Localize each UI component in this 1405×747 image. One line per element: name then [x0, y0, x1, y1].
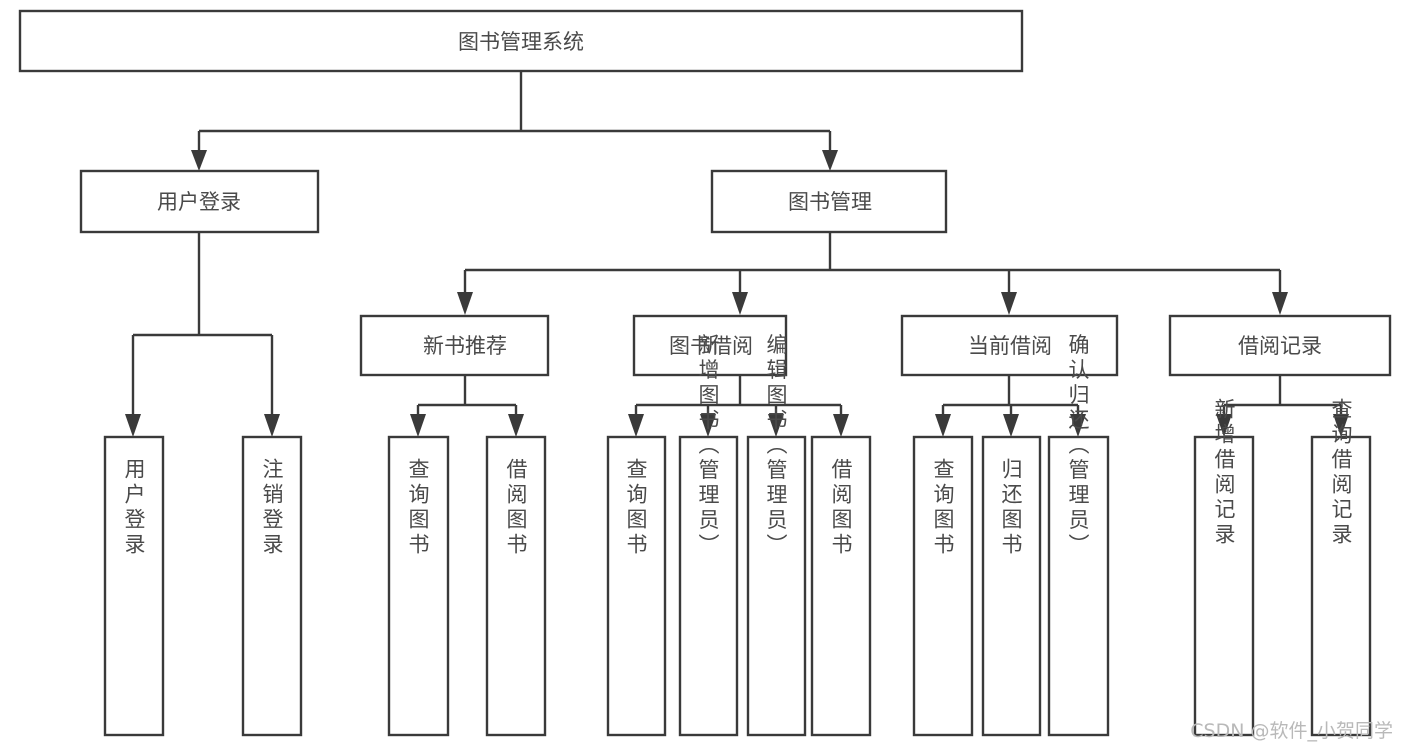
arrow-head-nb-leaf-2	[508, 414, 524, 437]
arrow-head-leaf-user-login	[125, 414, 141, 437]
node-current-borrow[interactable]: 当前借阅	[900, 314, 1119, 377]
leaf-book-borrow-3-label: 编辑图书（管理员）	[764, 334, 788, 559]
arrow-head-bb-leaf-4	[833, 414, 849, 437]
connector-layer	[125, 71, 1349, 437]
arrow-head-cb-leaf-1	[935, 414, 951, 437]
node-borrow-record-label: 借阅记录	[1238, 334, 1322, 358]
leaf-borrow-record-2[interactable]: 查询借阅记录	[1310, 398, 1372, 737]
arrow-head-borrow-record	[1272, 292, 1288, 315]
node-new-book-recommend[interactable]: 新书推荐	[359, 314, 550, 377]
arrow-head-cb-leaf-3	[1070, 414, 1086, 437]
leaf-new-book-1[interactable]: 查询图书	[387, 435, 450, 737]
arrow-head-br-leaf-2	[1333, 414, 1349, 437]
leaf-user-login-2[interactable]: 注销登录	[241, 435, 303, 737]
leaf-current-borrow-2[interactable]: 归还图书	[981, 435, 1042, 737]
leaf-current-borrow-2-label: 归还图书	[999, 458, 1023, 558]
arrow-head-new-book	[457, 292, 473, 315]
leaf-book-borrow-1[interactable]: 查询图书	[606, 435, 667, 737]
arrow-head-current-borrow	[1001, 292, 1017, 315]
node-user-login-label: 用户登录	[157, 190, 241, 214]
leaf-borrow-record-1-label: 新增借阅记录	[1212, 398, 1236, 548]
leaf-current-borrow-1-label: 查询图书	[931, 458, 955, 558]
arrow-head-leaf-logout	[264, 414, 280, 437]
leaf-new-book-2[interactable]: 借阅图书	[485, 435, 547, 737]
node-new-book-recommend-label: 新书推荐	[423, 334, 507, 358]
leaf-borrow-record-2-label: 查询借阅记录	[1329, 398, 1353, 548]
leaf-borrow-record-1[interactable]: 新增借阅记录	[1193, 398, 1255, 737]
leaf-book-borrow-3[interactable]: 编辑图书（管理员）	[746, 334, 807, 737]
leaf-user-login-2-label: 注销登录	[260, 458, 284, 558]
leaf-book-borrow-4[interactable]: 借阅图书	[810, 435, 872, 737]
leaf-current-borrow-3[interactable]: 确认归还（管理员）	[1047, 334, 1110, 737]
leaf-new-book-2-label: 借阅图书	[504, 458, 528, 558]
arrow-head-bb-leaf-1	[628, 414, 644, 437]
leaf-new-book-1-label: 查询图书	[406, 458, 430, 558]
node-root-system-label: 图书管理系统	[458, 30, 584, 54]
node-book-borrow[interactable]: 图书借阅	[632, 314, 788, 377]
arrow-head-cb-leaf-2	[1003, 414, 1019, 437]
leaf-current-borrow-3-label: 确认归还（管理员）	[1066, 334, 1090, 559]
arrow-head-bb-leaf-2	[700, 414, 716, 437]
arrow-head-br-leaf-1	[1216, 414, 1232, 437]
node-borrow-record[interactable]: 借阅记录	[1168, 314, 1392, 377]
node-book-management[interactable]: 图书管理	[710, 169, 948, 234]
leaf-user-login-1[interactable]: 用户登录	[103, 435, 165, 737]
node-current-borrow-label: 当前借阅	[968, 334, 1052, 358]
arrow-head-bb-leaf-3	[768, 414, 784, 437]
arrow-head-book-mgmt	[822, 150, 838, 171]
node-user-login[interactable]: 用户登录	[79, 169, 320, 234]
arrow-head-book-borrow	[732, 292, 748, 315]
leaf-book-borrow-2[interactable]: 新增图书（管理员）	[678, 334, 739, 737]
leaf-book-borrow-1-label: 查询图书	[624, 458, 648, 558]
leaf-book-borrow-4-label: 借阅图书	[829, 458, 853, 558]
node-root-system[interactable]: 图书管理系统	[18, 9, 1024, 73]
leaf-user-login-1-label: 用户登录	[122, 458, 146, 558]
leaf-current-borrow-1[interactable]: 查询图书	[912, 435, 974, 737]
node-book-management-label: 图书管理	[788, 190, 872, 214]
arrow-head-nb-leaf-1	[410, 414, 426, 437]
leaf-book-borrow-2-label: 新增图书（管理员）	[696, 334, 720, 559]
arrow-head-user-login	[191, 150, 207, 171]
node-book-borrow-label: 图书借阅	[669, 334, 753, 358]
